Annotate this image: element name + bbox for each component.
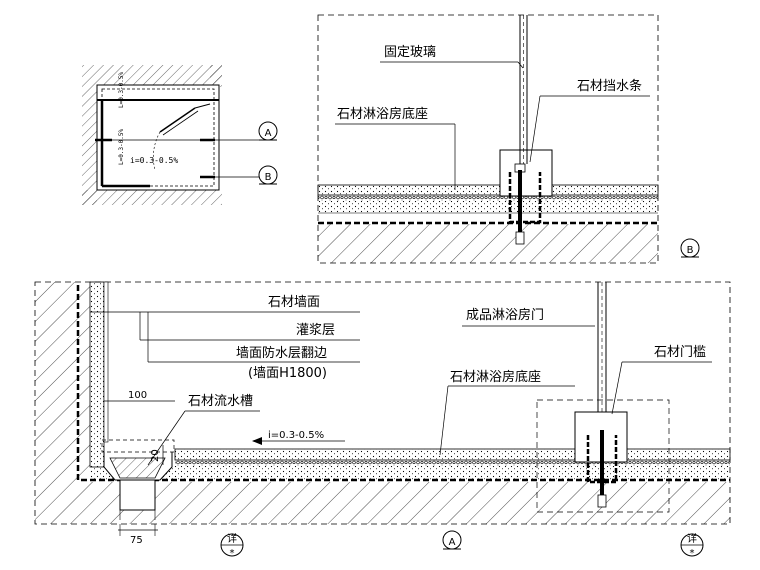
plan-view: L=0.3-0.5% L=0.3-0.5% i=0.3-0.5% A B xyxy=(82,65,278,205)
dim-75: 75 xyxy=(130,535,143,546)
label-stone-water-stop: 石材挡水条 xyxy=(577,78,642,94)
label-stone-drain-channel: 石材流水槽 xyxy=(188,394,253,409)
detail-b: 固定玻璃 石材挡水条 石材淋浴房底座 B xyxy=(317,14,700,264)
plan-tile-note-2: L=0.3-0.5% xyxy=(118,128,125,165)
label-stone-threshold: 石材门槛 xyxy=(654,345,706,360)
label-shower-door: 成品淋浴房门 xyxy=(466,307,544,323)
plan-slope: i=0.3-0.5% xyxy=(130,156,178,165)
detail-ref-left-word: 详 xyxy=(227,532,237,545)
dim-100: 100 xyxy=(128,390,147,401)
detail-ref-left-star: * xyxy=(230,548,235,559)
label-grout-layer: 灌浆层 xyxy=(296,323,335,338)
detail-a-marker: A xyxy=(449,537,456,548)
detail-b-marker: B xyxy=(687,245,694,256)
plan-marker-b: B xyxy=(265,172,272,183)
detail-a: 石材墙面 灌浆层 墙面防水层翻边 (墙面H1800) 100 石材流水槽 20 … xyxy=(34,281,731,559)
detail-ref-right-star: * xyxy=(690,548,695,559)
dim-20: 20 xyxy=(150,449,161,462)
plan-tile-note-1: L=0.3-0.5% xyxy=(118,71,125,108)
slope-a: i=0.3-0.5% xyxy=(268,430,324,441)
label-fixed-glass: 固定玻璃 xyxy=(384,45,436,60)
detail-ref-right-word: 详 xyxy=(687,532,697,545)
label-wall-height: (墙面H1800) xyxy=(248,366,327,381)
label-stone-shower-base-a: 石材淋浴房底座 xyxy=(450,369,541,385)
label-stone-shower-base-b: 石材淋浴房底座 xyxy=(337,106,428,122)
plan-marker-a: A xyxy=(265,128,272,139)
label-stone-wall: 石材墙面 xyxy=(268,295,320,310)
label-wall-waterproof: 墙面防水层翻边 xyxy=(236,345,327,361)
